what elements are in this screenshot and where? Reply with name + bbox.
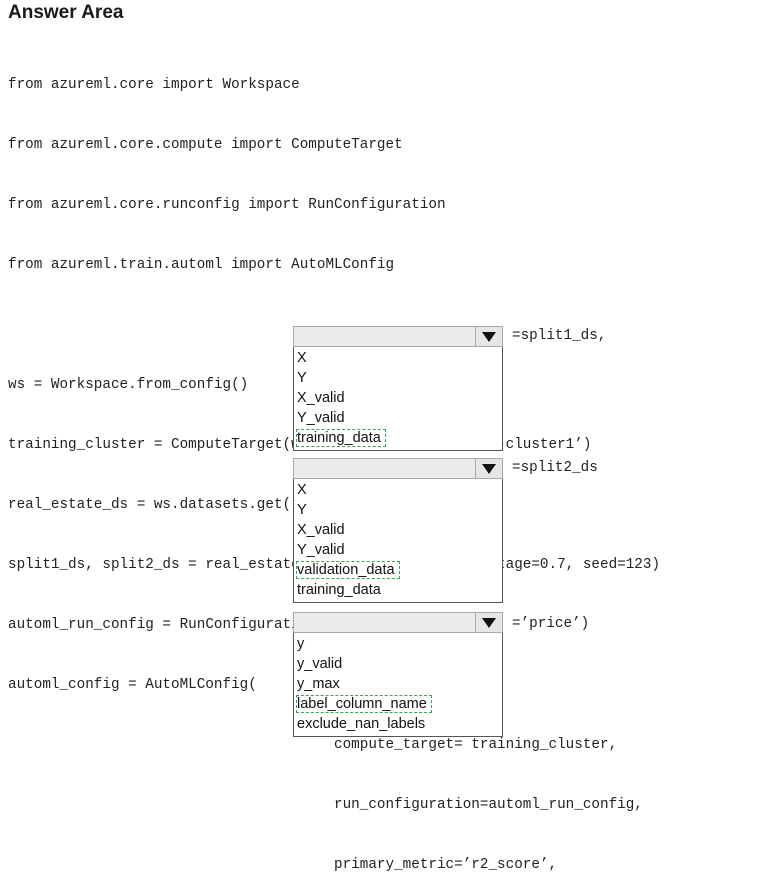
dropdown-validation-data[interactable]: X Y X_valid Y_valid validation_data trai… bbox=[293, 458, 503, 603]
dropdown-option[interactable]: Y bbox=[297, 502, 307, 518]
code-line: from azureml.core.runconfig import RunCo… bbox=[8, 197, 446, 213]
dropdown-option[interactable]: Y bbox=[297, 370, 307, 386]
code-line: from azureml.train.automl import AutoMLC… bbox=[8, 257, 395, 273]
dropdown-toggle-button[interactable] bbox=[475, 327, 502, 346]
code-line: from azureml.core import Workspace bbox=[8, 77, 300, 93]
dropdown-option[interactable]: y_max bbox=[297, 676, 340, 692]
dropdown-option[interactable]: y bbox=[297, 636, 305, 652]
dropdown-training-data[interactable]: X Y X_valid Y_valid training_data bbox=[293, 326, 503, 451]
dropdown-option[interactable]: X bbox=[297, 350, 307, 366]
triangle-down-icon bbox=[482, 331, 496, 342]
dropdown-toggle-button[interactable] bbox=[475, 459, 502, 478]
code-line: compute_target= training_cluster, bbox=[8, 737, 618, 753]
dropdown-options-list: y y_valid y_max label_column_name exclud… bbox=[293, 633, 503, 737]
dropdown-option[interactable]: y_valid bbox=[297, 656, 343, 672]
dropdown-option-selected[interactable]: training_data bbox=[294, 428, 502, 448]
assignment-label: =’price’) bbox=[512, 616, 590, 632]
dropdown-option[interactable]: training_data bbox=[297, 582, 381, 598]
dropdown-label-column[interactable]: y y_valid y_max label_column_name exclud… bbox=[293, 612, 503, 737]
dropdown-option[interactable]: X bbox=[297, 482, 307, 498]
dropdown-option[interactable]: Y_valid bbox=[297, 542, 345, 558]
triangle-down-icon bbox=[482, 463, 496, 474]
dropdown-options-list: X Y X_valid Y_valid training_data bbox=[293, 347, 503, 451]
dropdown-option-selected[interactable]: label_column_name bbox=[294, 694, 502, 714]
dropdown-header[interactable] bbox=[293, 326, 503, 347]
dropdown-toggle-button[interactable] bbox=[475, 613, 502, 632]
code-line: ws = Workspace.from_config() bbox=[8, 377, 249, 393]
answer-area-heading: Answer Area bbox=[8, 2, 124, 23]
code-line: run_configuration=automl_run_config, bbox=[8, 797, 643, 813]
dropdown-options-list: X Y X_valid Y_valid validation_data trai… bbox=[293, 479, 503, 603]
dropdown-header[interactable] bbox=[293, 458, 503, 479]
assignment-split1: =split1_ds, bbox=[512, 328, 607, 344]
code-line: primary_metric=’r2_score’, bbox=[8, 857, 558, 873]
dropdown-header[interactable] bbox=[293, 612, 503, 633]
dropdown-option[interactable]: X_valid bbox=[297, 522, 345, 538]
dropdown-option-selected[interactable]: validation_data bbox=[294, 560, 502, 580]
assignment-split2: =split2_ds bbox=[512, 460, 598, 476]
triangle-down-icon bbox=[482, 617, 496, 628]
code-line: from azureml.core.compute import Compute… bbox=[8, 137, 403, 153]
dropdown-option[interactable]: X_valid bbox=[297, 390, 345, 406]
dropdown-option[interactable]: exclude_nan_labels bbox=[297, 716, 426, 732]
dropdown-option[interactable]: Y_valid bbox=[297, 410, 345, 426]
